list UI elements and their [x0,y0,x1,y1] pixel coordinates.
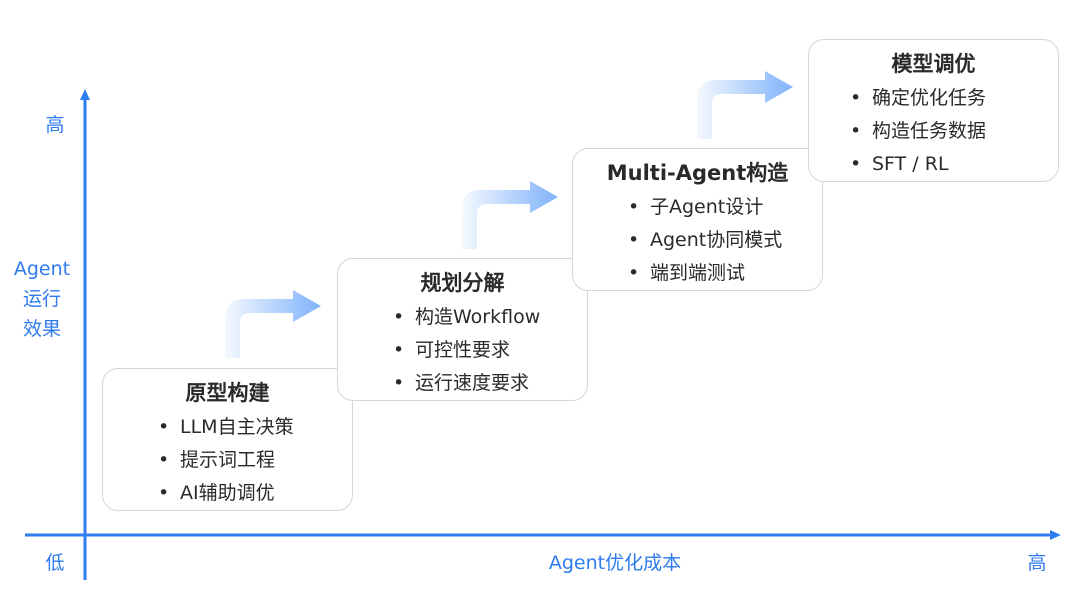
bullet-icon: • [850,87,862,109]
bullet-icon: • [628,229,640,251]
list-item: • AI辅助调优 [158,477,352,510]
list-item: • SFT / RL [850,148,1058,181]
bullet-icon: • [393,339,405,361]
y-axis-title-line: Agent [13,258,71,280]
y-axis-high-label: 高 [45,114,65,136]
list-item: • Agent协同模式 [628,224,822,257]
list-item: • 子Agent设计 [628,191,822,224]
bullet-icon: • [628,196,640,218]
list-item: • 端到端测试 [628,257,822,290]
bullet-icon: • [393,306,405,328]
list-item: • 确定优化任务 [850,82,1058,115]
bullet-icon: • [158,449,170,471]
stage-list: • 确定优化任务 • 构造任务数据 • SFT / RL [809,82,1058,181]
stage-title: 原型构建 [185,381,270,405]
list-item: • 可控性要求 [393,334,587,367]
bullet-icon: • [850,153,862,175]
stage-list: • 构造Workflow • 可控性要求 • 运行速度要求 [338,301,587,400]
y-axis-arrowhead [80,89,90,100]
stage-box-prototype: 原型构建 • LLM自主决策 • 提示词工程 • AI辅助调优 [102,368,353,511]
list-item: • 构造Workflow [393,301,587,334]
list-item-text: 端到端测试 [650,262,746,284]
transition-arrow-2 [462,181,558,249]
y-axis-title-line: 运行 [22,288,61,310]
stage-title: 模型调优 [891,52,976,76]
bullet-icon: • [393,372,405,394]
list-item-text: 构造Workflow [415,306,541,328]
stage-list: • LLM自主决策 • 提示词工程 • AI辅助调优 [103,411,352,510]
list-item-text: 可控性要求 [415,339,511,361]
x-axis-arrowhead [1050,530,1061,540]
bullet-icon: • [158,482,170,504]
list-item: • 构造任务数据 [850,115,1058,148]
bullet-icon: • [628,262,640,284]
list-item-text: Agent协同模式 [650,229,783,251]
stage-box-planning: 规划分解 • 构造Workflow • 可控性要求 • 运行速度要求 [337,258,588,401]
list-item-text: AI辅助调优 [180,482,275,504]
bullet-icon: • [158,416,170,438]
bullet-icon: • [850,120,862,142]
list-item-text: SFT / RL [872,153,949,175]
list-item-text: LLM自主决策 [180,416,294,438]
x-axis-low-label: 低 [45,552,65,574]
list-item-text: 子Agent设计 [650,196,764,218]
list-item-text: 确定优化任务 [872,87,987,109]
list-item: • 运行速度要求 [393,367,587,400]
stage-title: Multi-Agent构造 [606,161,789,185]
transition-arrow-3 [697,71,793,139]
transition-arrow-1 [225,290,321,358]
stage-box-model-tuning: 模型调优 • 确定优化任务 • 构造任务数据 • SFT / RL [808,39,1059,182]
list-item: • LLM自主决策 [158,411,352,444]
x-axis-title: Agent优化成本 [548,552,682,574]
list-item-text: 提示词工程 [180,449,276,471]
stage-box-multi-agent: Multi-Agent构造 • 子Agent设计 • Agent协同模式 • 端到端测… [572,148,823,291]
y-axis-title-line: 效果 [22,318,61,340]
list-item-text: 运行速度要求 [415,372,530,394]
stage-title: 规划分解 [420,271,505,295]
list-item-text: 构造任务数据 [872,120,987,142]
list-item: • 提示词工程 [158,444,352,477]
y-axis-title: Agent 运行 效果 [8,254,76,344]
x-axis-high-label: 高 [1027,552,1047,574]
stage-list: • 子Agent设计 • Agent协同模式 • 端到端测试 [573,191,822,290]
